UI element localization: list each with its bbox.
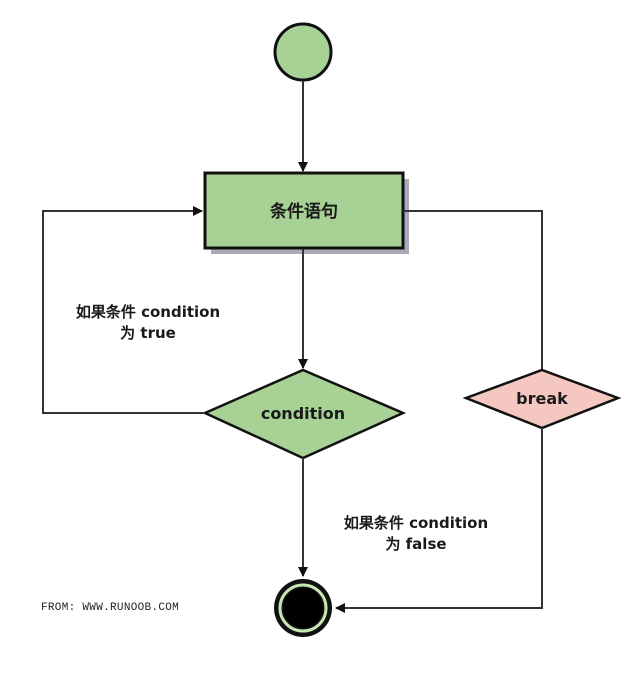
label-false-line2: 为 false [385,535,447,553]
source-credit: FROM: WWW.RUNOOB.COM [41,602,180,614]
label-true-line1: 如果条件 condition [75,303,221,321]
edge-true-loop [42,206,205,414]
statement-node-label: 条件语句 [269,201,338,222]
edge-statement-to-break [403,210,543,370]
edge-break-to-end [335,428,543,613]
label-true-line2: 为 true [120,324,176,342]
label-true: 如果条件 condition 为 true [58,302,238,344]
end-node-ring [278,583,328,633]
start-node [273,22,333,82]
condition-node-label: condition [261,404,345,423]
end-node-inner [283,588,323,628]
break-node-label: break [516,389,568,408]
label-false: 如果条件 condition 为 false [326,513,506,555]
statement-node [203,171,405,250]
label-false-line1: 如果条件 condition [343,514,489,532]
